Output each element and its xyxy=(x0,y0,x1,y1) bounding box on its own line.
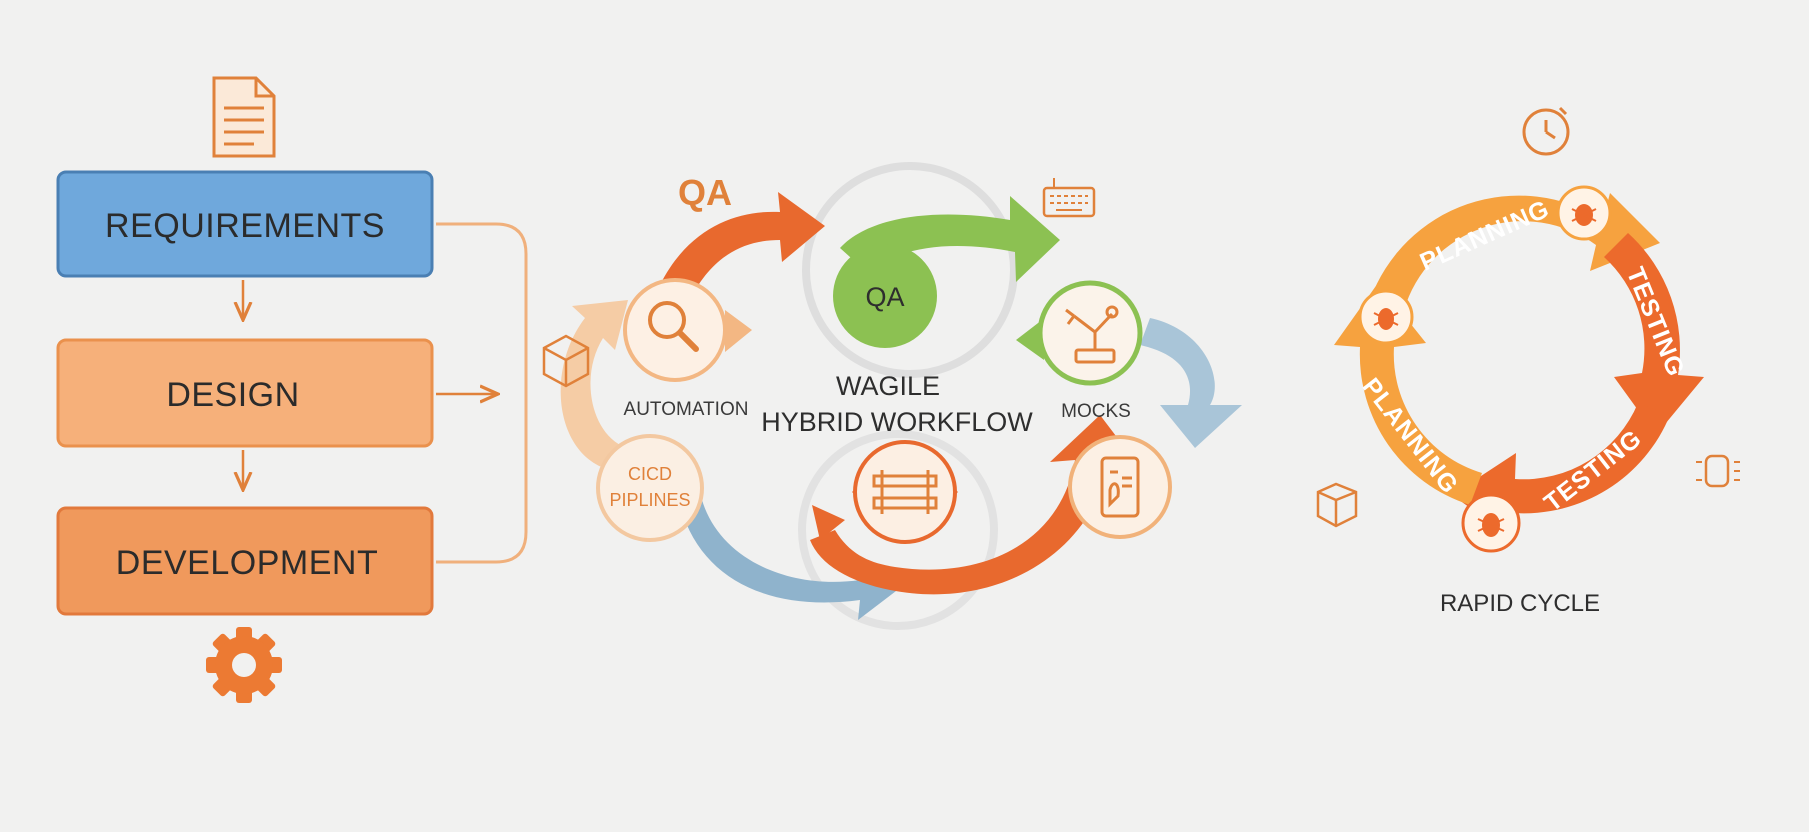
qa-center-label: QA xyxy=(865,282,904,312)
magnifier-icon xyxy=(648,301,699,352)
rapid-cycle-title: RAPID CYCLE xyxy=(1440,590,1600,617)
bug-icon xyxy=(1556,185,1612,241)
development-step: DEVELOPMENT xyxy=(56,506,434,616)
requirements-label: REQUIREMENTS xyxy=(105,207,385,245)
feedback-connector xyxy=(436,222,528,564)
cicd-node: CICD PIPLINES xyxy=(596,434,704,542)
rapid-ring: PLANNING TESTING TESTING PLANNING xyxy=(1334,185,1704,553)
planning-label-left: PLANNING xyxy=(1357,373,1464,499)
orange-flow-arrow xyxy=(810,415,1138,595)
orange-flow-arrow xyxy=(660,192,825,300)
mocks-node xyxy=(1016,280,1143,386)
automation-node xyxy=(623,278,752,382)
cicd-label-line1: CICD xyxy=(628,464,672,484)
hybrid-title-line2: HYBRID WORKFLOW xyxy=(761,407,1033,437)
design-label: DESIGN xyxy=(166,376,299,414)
tablet-node xyxy=(1068,435,1172,539)
ruler-icon xyxy=(872,470,938,514)
cube-icon xyxy=(542,334,590,388)
testing-segment-right xyxy=(1604,233,1704,435)
ruler-node xyxy=(852,440,958,544)
qa-center-node: QA xyxy=(833,244,937,348)
blue-flow-arrow xyxy=(680,500,900,620)
light-icon xyxy=(1696,454,1740,488)
blue-flow-arrow xyxy=(1140,318,1242,448)
waterfall-section: REQUIREMENTS DESIGN DEVELOPMENT xyxy=(56,76,528,703)
bug-icon xyxy=(1461,493,1521,553)
gear-icon xyxy=(206,627,282,703)
mocks-label: MOCKS xyxy=(1061,401,1131,422)
peach-flow-arrow xyxy=(560,300,628,470)
robot-arm-icon xyxy=(1065,305,1119,364)
clock-icon xyxy=(1522,106,1570,156)
green-flow-arrow xyxy=(840,196,1060,282)
requirements-step: REQUIREMENTS xyxy=(56,170,434,278)
hybrid-title-line1: WAGILE xyxy=(836,371,940,401)
development-label: DEVELOPMENT xyxy=(116,544,378,582)
cube-icon xyxy=(1316,482,1358,528)
rapid-section: PLANNING TESTING TESTING PLANNING RAPID … xyxy=(1316,106,1740,617)
bug-icon xyxy=(1358,289,1414,345)
orange-flow-arrow xyxy=(812,505,845,540)
design-step: DESIGN xyxy=(56,338,434,448)
automation-label: AUTOMATION xyxy=(624,399,749,420)
tablet-icon xyxy=(1100,456,1140,518)
keyboard-icon xyxy=(1042,178,1096,218)
document-icon xyxy=(212,76,276,158)
qa-top-label: QA xyxy=(678,172,732,213)
hybrid-section: QA QA AUTOMATION xyxy=(542,162,1242,630)
cicd-label-line2: PIPLINES xyxy=(609,490,690,510)
